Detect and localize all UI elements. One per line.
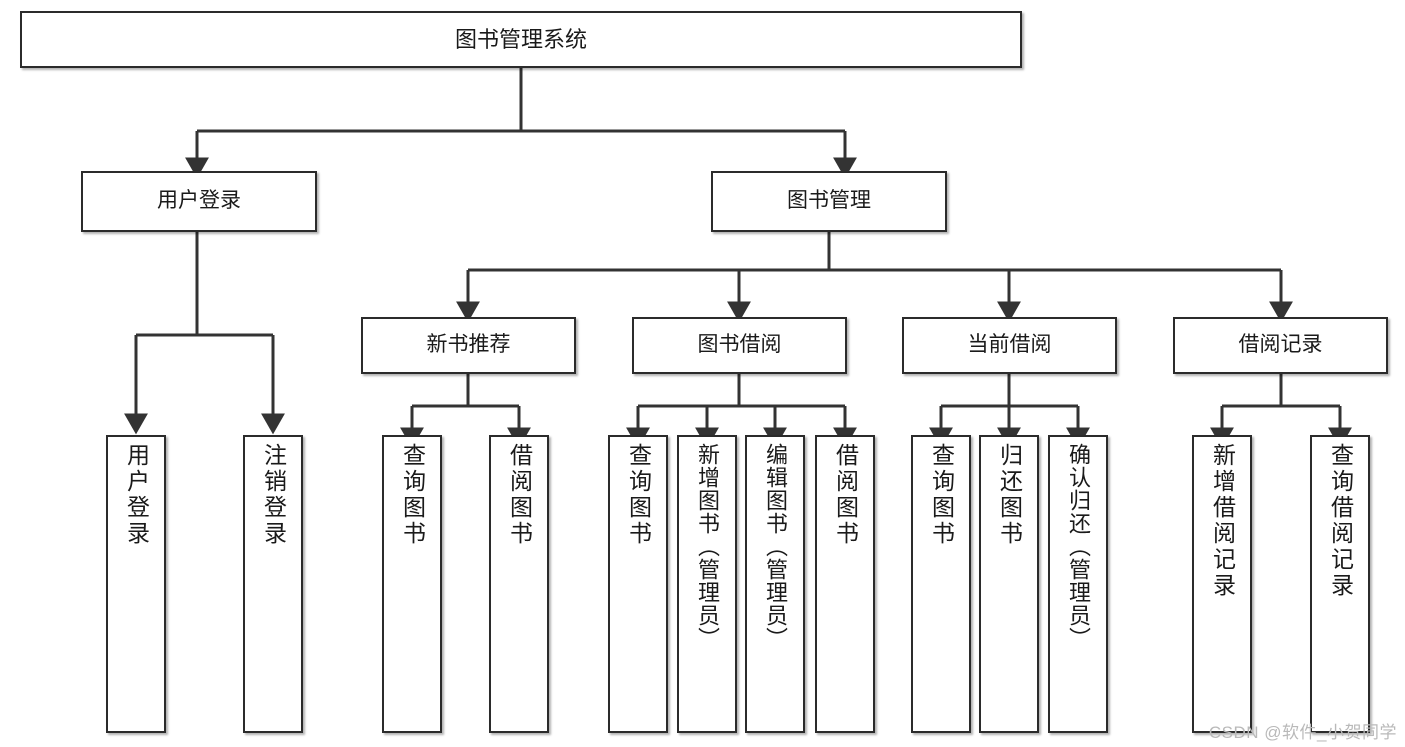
leaf-current-2-label: 归还图书 <box>996 443 1023 547</box>
node-borrow-records-label: 借阅记录 <box>1238 333 1323 357</box>
leaf-records-2[interactable]: 查询借阅记录 <box>1310 435 1370 733</box>
leaf-borrow-3[interactable]: 编辑图书（管理员） <box>745 435 805 733</box>
leaf-records-1-label: 新增借阅记录 <box>1209 443 1236 599</box>
node-current-borrow[interactable]: 当前借阅 <box>902 317 1117 374</box>
leaf-borrow-3-label: 编辑图书（管理员） <box>763 443 788 650</box>
leaf-borrow-2-label: 新增图书（管理员） <box>695 443 720 650</box>
leaf-user-login-2-label: 注销登录 <box>260 443 287 547</box>
node-borrow-records[interactable]: 借阅记录 <box>1173 317 1388 374</box>
leaf-new-book-2-label: 借阅图书 <box>506 443 533 547</box>
leaf-borrow-4[interactable]: 借阅图书 <box>815 435 875 733</box>
leaf-records-2-label: 查询借阅记录 <box>1327 443 1354 599</box>
leaf-current-3-label: 确认归还（管理员） <box>1066 443 1091 650</box>
node-new-book-label: 新书推荐 <box>426 333 511 357</box>
leaf-borrow-2[interactable]: 新增图书（管理员） <box>677 435 737 733</box>
node-user-login[interactable]: 用户登录 <box>81 171 317 232</box>
leaf-user-login-1-label: 用户登录 <box>123 443 150 547</box>
leaf-user-login-1[interactable]: 用户登录 <box>106 435 166 733</box>
leaf-new-book-1[interactable]: 查询图书 <box>382 435 442 733</box>
leaf-current-3[interactable]: 确认归还（管理员） <box>1048 435 1108 733</box>
node-user-login-label: 用户登录 <box>157 189 241 213</box>
node-root-label: 图书管理系统 <box>454 26 587 52</box>
node-root[interactable]: 图书管理系统 <box>20 11 1022 68</box>
node-book-manage[interactable]: 图书管理 <box>711 171 947 232</box>
node-new-book[interactable]: 新书推荐 <box>361 317 576 374</box>
leaf-current-2[interactable]: 归还图书 <box>979 435 1039 733</box>
leaf-current-1-label: 查询图书 <box>928 443 955 547</box>
leaf-new-book-2[interactable]: 借阅图书 <box>489 435 549 733</box>
leaf-borrow-1-label: 查询图书 <box>625 443 652 547</box>
leaf-user-login-2[interactable]: 注销登录 <box>243 435 303 733</box>
leaf-records-1[interactable]: 新增借阅记录 <box>1192 435 1252 733</box>
leaf-borrow-4-label: 借阅图书 <box>832 443 859 547</box>
leaf-new-book-1-label: 查询图书 <box>399 443 426 547</box>
csdn-watermark: CSDN @软件_小贺同学 <box>1208 723 1397 742</box>
leaf-borrow-1[interactable]: 查询图书 <box>608 435 668 733</box>
node-current-borrow-label: 当前借阅 <box>967 333 1052 357</box>
node-book-manage-label: 图书管理 <box>787 189 871 213</box>
node-borrow[interactable]: 图书借阅 <box>632 317 847 374</box>
node-borrow-label: 图书借阅 <box>697 333 782 357</box>
leaf-current-1[interactable]: 查询图书 <box>911 435 971 733</box>
